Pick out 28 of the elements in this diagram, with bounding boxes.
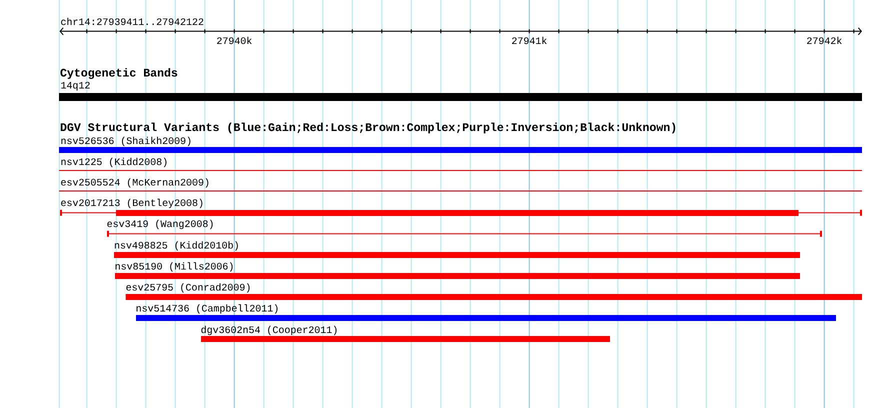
node-label: esv3419 (Wang2008) xyxy=(107,220,213,230)
tick-label: 27942k xyxy=(807,36,842,44)
variant-bar: esv2505524 (McKernan2009) xyxy=(59,178,862,192)
coordinate-label: chr14:27939411..27942122 xyxy=(61,18,204,26)
node-label: nsv514736 (Campbell2011) xyxy=(136,304,278,314)
node-label: nsv526536 (Shaikh2009) xyxy=(61,136,190,146)
node-label: esv2505524 (McKernan2009) xyxy=(61,178,208,188)
variant-bar: nsv514736 (Campbell2011) xyxy=(136,304,836,321)
node-label: nsv498825 (Kidd2010b) xyxy=(114,241,238,251)
track-title: Cytogenetic Bands xyxy=(60,68,178,79)
node-label: nsv85190 (Mills2006) xyxy=(116,262,233,272)
variant-bar: esv3419 (Wang2008) xyxy=(107,220,822,237)
variant-bar: nsv1225 (Kidd2008) xyxy=(59,158,862,171)
variant-bar: esv25795 (Conrad2009) xyxy=(126,283,862,300)
node-label: 14q12 xyxy=(61,82,90,91)
variant-bar: dgv3602n54 (Cooper2011) xyxy=(201,326,610,342)
tick-label: 27941k xyxy=(512,36,547,44)
track-title: DGV Structural Variants (Blue:Gain;Red:Loss;Brown:Complex;Purple:Inversion;Black:Unknown) xyxy=(60,122,676,134)
node-label: esv25795 (Conrad2009) xyxy=(126,283,250,293)
variant-bar: nsv498825 (Kidd2010b) xyxy=(114,241,800,258)
node-label: nsv1225 (Kidd2008) xyxy=(61,158,166,168)
variant-bar: esv2017213 (Bentley2008) xyxy=(60,198,862,216)
variant-bar: nsv85190 (Mills2006) xyxy=(115,262,800,279)
tick-label: 27940k xyxy=(217,36,252,44)
variant-bar: nsv526536 (Shaikh2009) xyxy=(59,136,862,153)
band-bar: 14q12 xyxy=(59,82,862,101)
node-label: esv2017213 (Bentley2008) xyxy=(61,198,202,208)
node-label: dgv3602n54 (Cooper2011) xyxy=(201,326,337,336)
